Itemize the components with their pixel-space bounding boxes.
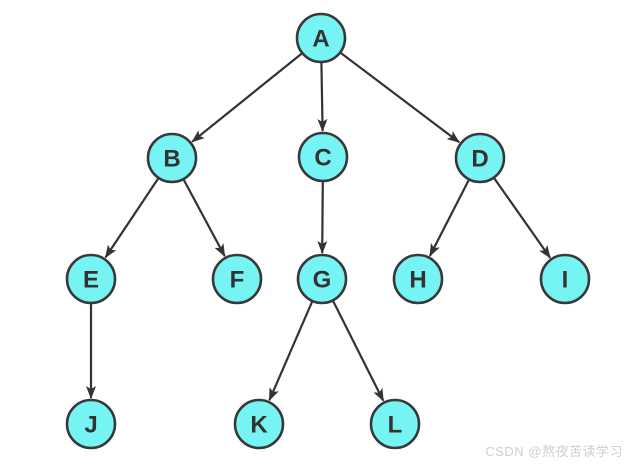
node-label-D: D bbox=[471, 146, 488, 173]
node-F: F bbox=[211, 253, 263, 305]
node-label-I: I bbox=[562, 267, 569, 294]
node-circle-I bbox=[539, 253, 591, 305]
node-G: G bbox=[296, 253, 348, 305]
node-E: E bbox=[65, 253, 117, 305]
node-circle-F bbox=[211, 253, 263, 305]
edge-G-L bbox=[331, 299, 385, 402]
node-circle-D bbox=[454, 132, 506, 184]
node-J: J bbox=[65, 398, 117, 450]
node-I: I bbox=[539, 253, 591, 305]
node-label-C: C bbox=[314, 145, 331, 172]
node-circle-B bbox=[146, 132, 198, 184]
node-label-L: L bbox=[388, 412, 403, 439]
node-D: D bbox=[454, 132, 506, 184]
edge-A-B bbox=[191, 52, 303, 143]
nodes-layer: A B C D E F G H I J K L bbox=[65, 12, 591, 450]
edge-B-F bbox=[182, 178, 226, 257]
node-label-G: G bbox=[313, 267, 332, 294]
node-label-K: K bbox=[250, 412, 268, 439]
node-circle-E bbox=[65, 253, 117, 305]
node-K: K bbox=[233, 398, 285, 450]
node-label-B: B bbox=[163, 146, 180, 173]
node-L: L bbox=[369, 398, 421, 450]
edge-A-D bbox=[339, 51, 460, 144]
edge-G-K bbox=[268, 300, 314, 402]
edge-C-G bbox=[317, 180, 328, 254]
node-label-F: F bbox=[230, 267, 245, 294]
node-label-A: A bbox=[312, 26, 329, 53]
watermark: CSDN @熬夜苦读学习 bbox=[485, 444, 623, 459]
node-A: A bbox=[295, 12, 347, 64]
node-H: H bbox=[392, 253, 444, 305]
edge-B-E bbox=[104, 177, 160, 259]
node-label-J: J bbox=[84, 412, 97, 439]
edge-D-I bbox=[492, 176, 551, 259]
edges-layer bbox=[86, 51, 551, 402]
node-circle-L bbox=[369, 398, 421, 450]
edge-D-H bbox=[428, 178, 471, 257]
edge-A-C bbox=[317, 61, 328, 132]
node-label-E: E bbox=[83, 267, 99, 294]
node-B: B bbox=[146, 132, 198, 184]
node-circle-C bbox=[297, 131, 349, 183]
node-circle-G bbox=[296, 253, 348, 305]
node-circle-A bbox=[295, 12, 347, 64]
node-label-H: H bbox=[409, 267, 426, 294]
node-circle-K bbox=[233, 398, 285, 450]
node-circle-H bbox=[392, 253, 444, 305]
node-C: C bbox=[297, 131, 349, 183]
node-circle-J bbox=[65, 398, 117, 450]
